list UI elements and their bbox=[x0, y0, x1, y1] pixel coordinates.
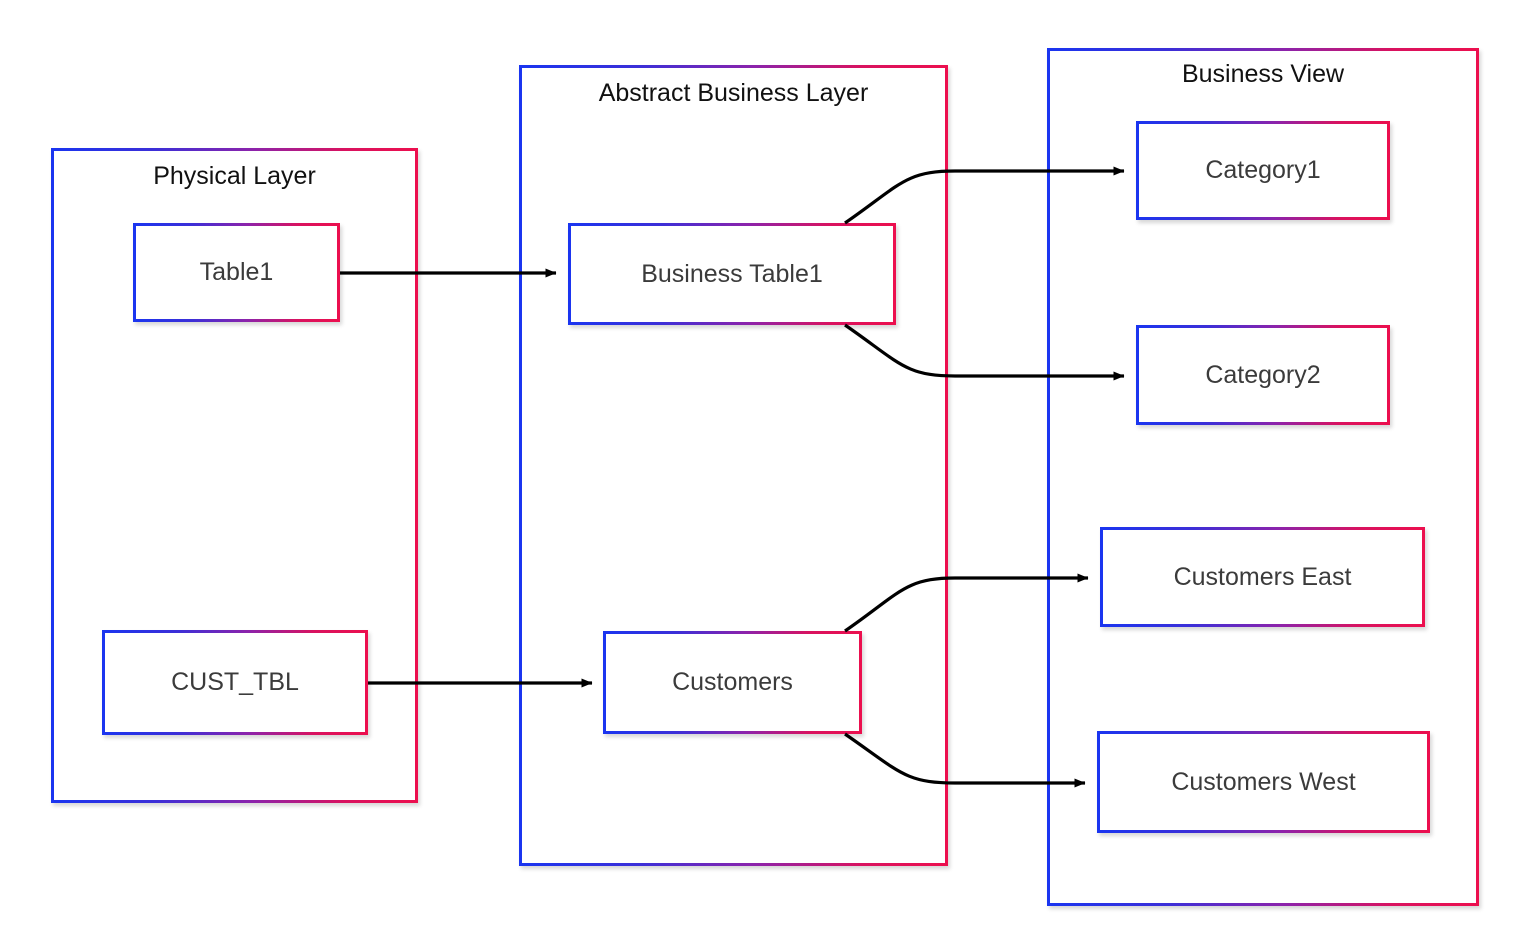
node-table1[interactable]: Table1 bbox=[133, 223, 340, 322]
node-business-table1-label: Business Table1 bbox=[641, 259, 823, 288]
node-table1-label: Table1 bbox=[199, 258, 274, 286]
node-category1-label: Category1 bbox=[1205, 156, 1321, 184]
container-business-view-label: Business View bbox=[1181, 60, 1345, 88]
node-category1[interactable]: Category1 bbox=[1136, 121, 1390, 220]
node-customers[interactable]: Customers bbox=[603, 631, 862, 734]
node-customers-east-label: Customers East bbox=[1173, 562, 1352, 591]
node-cust-tbl-label: CUST_TBL bbox=[171, 668, 299, 696]
container-physical-layer-label: Physical Layer bbox=[153, 162, 316, 190]
node-business-table1[interactable]: Business Table1 bbox=[568, 223, 896, 325]
node-category2-label: Category2 bbox=[1205, 360, 1321, 389]
container-abstract-business-layer-label: Abstract Business Layer bbox=[598, 79, 869, 107]
node-customers-west[interactable]: Customers West bbox=[1097, 731, 1430, 833]
node-cust-tbl[interactable]: CUST_TBL bbox=[102, 630, 368, 735]
node-category2[interactable]: Category2 bbox=[1136, 325, 1390, 425]
node-customers-east[interactable]: Customers East bbox=[1100, 527, 1425, 627]
node-customers-label: Customers bbox=[672, 668, 793, 696]
node-customers-west-label: Customers West bbox=[1171, 767, 1356, 796]
container-abstract-business-layer[interactable]: Abstract Business Layer bbox=[519, 65, 948, 866]
